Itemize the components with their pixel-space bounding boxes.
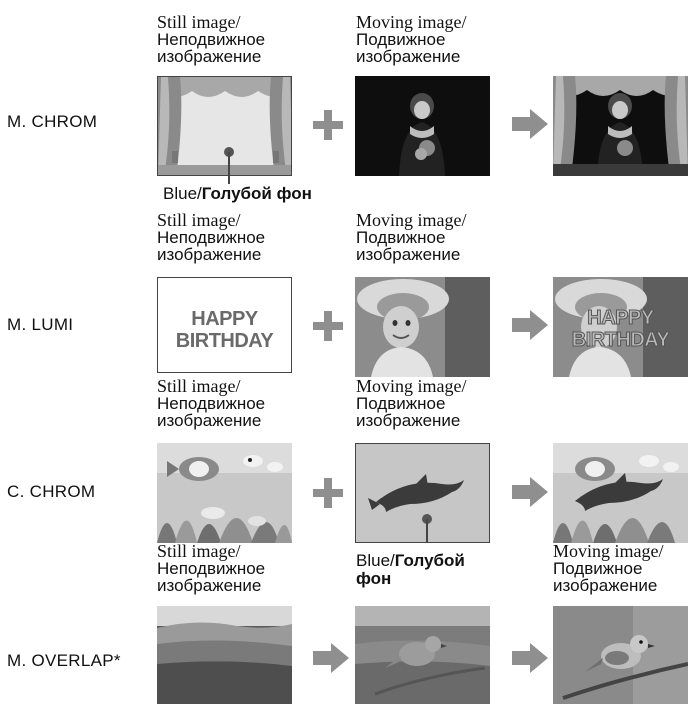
still-image-caption: Still image/ Неподвижное изображение xyxy=(157,376,266,430)
still-image-caption: Still image/ Неподвижное изображение xyxy=(157,541,266,595)
dolphin-blue-background-image xyxy=(355,443,490,543)
girl-in-hat-image xyxy=(355,277,490,377)
plus-icon xyxy=(313,311,343,341)
stage-curtain-image xyxy=(157,76,292,176)
still-image-caption: Still image/ Неподвижное изображение xyxy=(157,12,266,66)
right-arrow-icon xyxy=(512,643,548,673)
underwater-fish-image xyxy=(157,443,292,543)
happy-birthday-still-image: HAPPY BIRTHDAY xyxy=(157,277,292,373)
plus-icon xyxy=(313,110,343,140)
right-arrow-icon xyxy=(313,643,349,673)
moving-image-caption: Moving image/ Подвижное изображение xyxy=(356,210,467,264)
woman-with-bouquet-image xyxy=(355,76,490,176)
moving-image-caption: Moving image/ Подвижное изображение xyxy=(356,12,467,66)
mode-label-m-chrom: M. CHROM xyxy=(7,112,98,131)
moving-image-caption: Moving image/ Подвижное изображение xyxy=(356,376,467,430)
mode-label-m-lumi: M. LUMI xyxy=(7,315,74,334)
overlap-transition-image xyxy=(355,606,490,704)
luminance-result-image: HAPPY BIRTHDAY xyxy=(553,277,688,377)
right-arrow-icon xyxy=(512,109,548,139)
mode-label-c-chrom: C. CHROM xyxy=(7,482,96,501)
blue-area-pointer-line xyxy=(426,519,428,543)
blue-background-label: Blue/Голубой фон xyxy=(356,551,465,588)
field-landscape-image xyxy=(157,606,292,704)
blue-background-label: Blue/Голубой фон xyxy=(163,184,312,203)
right-arrow-icon xyxy=(512,477,548,507)
blue-area-pointer-line xyxy=(228,152,230,184)
chroma-dolphin-result-image xyxy=(553,443,688,543)
moving-image-caption: Moving image/ Подвижное изображение xyxy=(553,541,664,595)
still-image-caption: Still image/ Неподвижное изображение xyxy=(157,210,266,264)
chroma-result-image xyxy=(553,76,688,176)
mode-label-m-overlap: M. OVERLAP* xyxy=(7,651,121,670)
plus-icon xyxy=(313,478,343,508)
bird-on-branch-image xyxy=(553,606,688,704)
right-arrow-icon xyxy=(512,310,548,340)
